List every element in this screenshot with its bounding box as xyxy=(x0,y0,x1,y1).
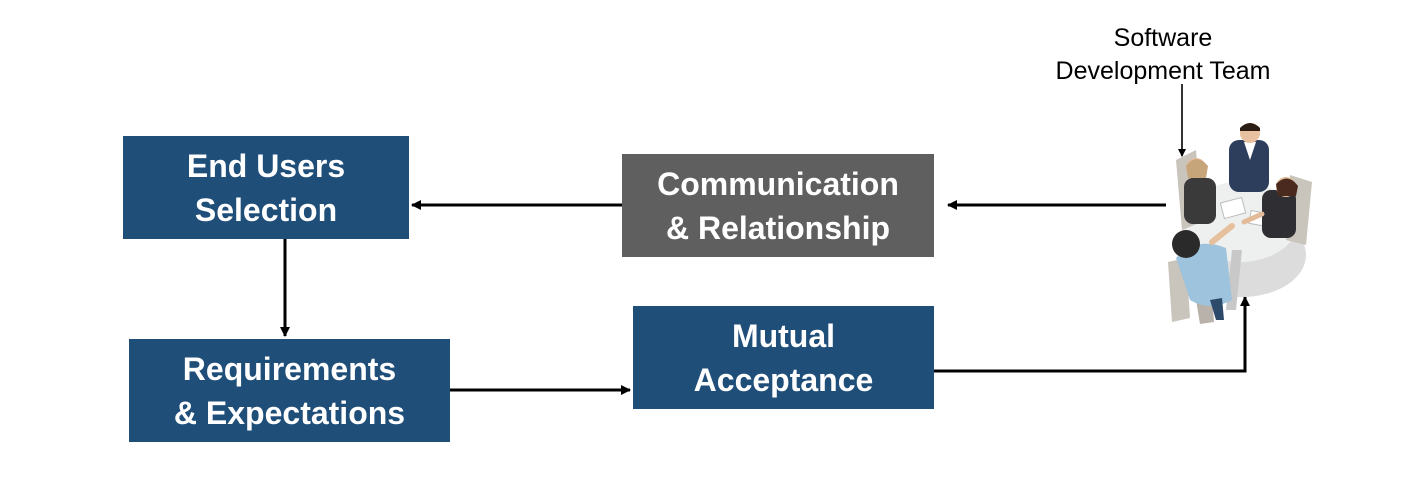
arrow-mutual-to-team xyxy=(934,296,1250,373)
communication-relationship-box: Communication & Relationship xyxy=(622,154,934,257)
mutual-acceptance-box: Mutual Acceptance xyxy=(633,306,934,409)
end-users-selection-box: End Users Selection xyxy=(123,136,409,239)
team-label: Software Development Team xyxy=(1055,24,1271,85)
requirements-expectations-box: Requirements & Expectations xyxy=(129,339,450,442)
